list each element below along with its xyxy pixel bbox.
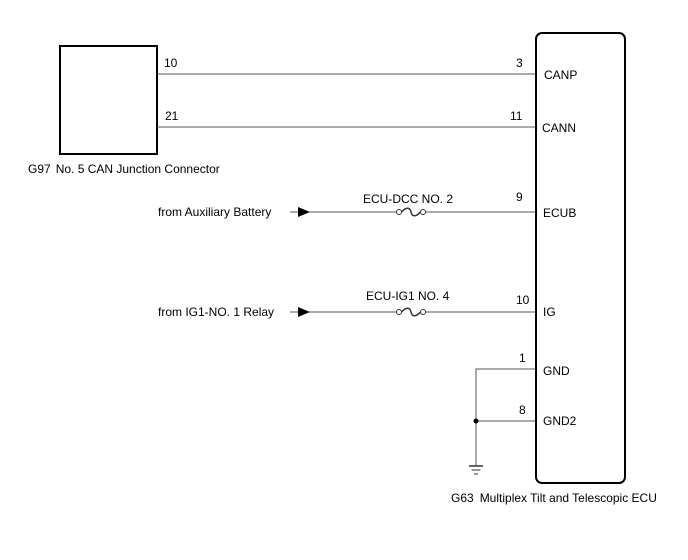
can-junction-connector-box <box>59 45 158 155</box>
ecu-pin-9: 9 <box>516 190 523 204</box>
terminal-gnd: GND <box>543 364 570 378</box>
junction-dot <box>473 418 479 424</box>
terminal-gnd2: GND2 <box>543 414 577 428</box>
arrow-icon <box>298 207 310 217</box>
terminal-ecub: ECUB <box>543 206 576 220</box>
arrow-icon <box>298 307 310 317</box>
connector-pin-21: 21 <box>165 109 179 123</box>
ecu-box <box>535 32 626 484</box>
ecu-pin-10: 10 <box>516 293 530 307</box>
connector-pin-10: 10 <box>164 56 178 70</box>
terminal-canp: CANP <box>544 68 577 82</box>
fuse-ecu-dcc-label: ECU-DCC NO. 2 <box>363 192 453 206</box>
terminal-ig: IG <box>543 305 556 319</box>
ecu-pin-11: 11 <box>510 109 523 123</box>
ecu-pin-3: 3 <box>516 56 523 70</box>
ground-icon <box>469 465 483 475</box>
fuse-ecu-ig1-label: ECU-IG1 NO. 4 <box>366 289 450 303</box>
ecu-pin-8: 8 <box>519 403 526 417</box>
terminal-cann: CANN <box>542 121 576 135</box>
source-auxiliary-battery: from Auxiliary Battery <box>158 205 271 219</box>
source-ig1-relay: from IG1-NO. 1 Relay <box>158 305 274 319</box>
fuse-icon <box>396 307 426 317</box>
gnd-wire <box>475 368 535 466</box>
ecu-pin-1: 1 <box>519 351 526 365</box>
fuse-icon <box>396 207 426 217</box>
